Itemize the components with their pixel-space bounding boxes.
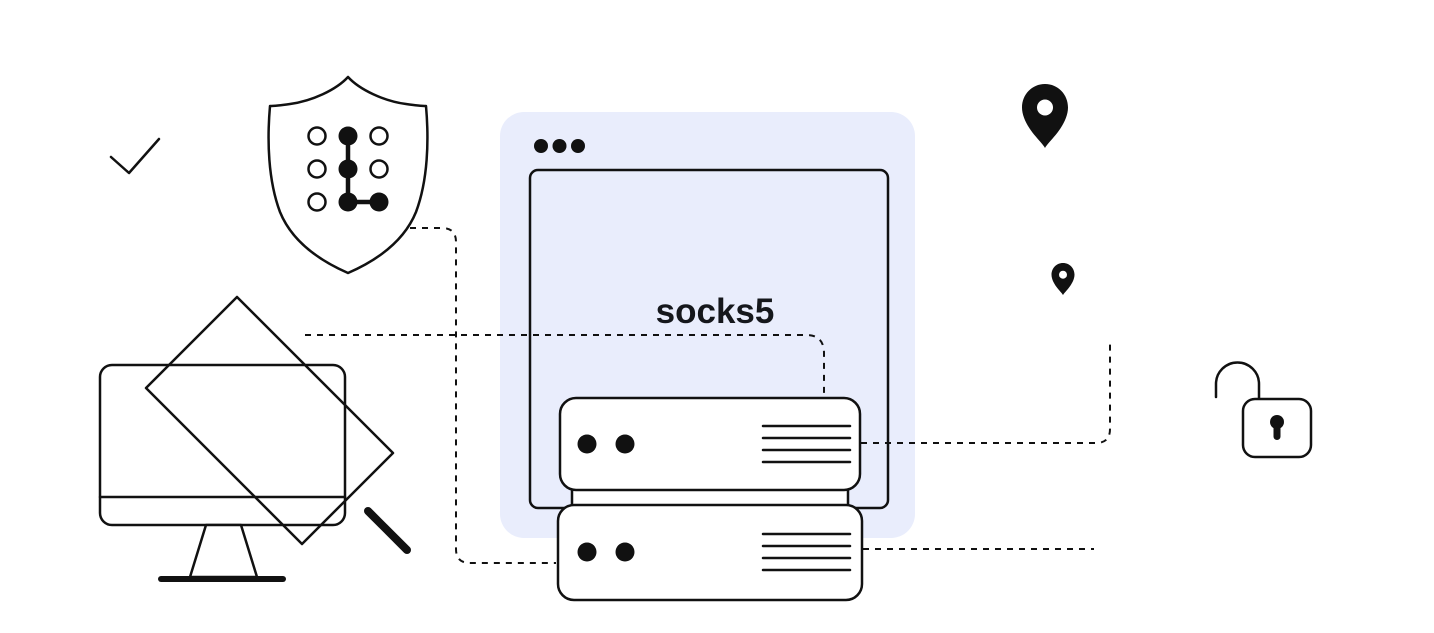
proxy-server-top — [558, 396, 862, 492]
connector-shield-to-server — [410, 227, 556, 564]
padlock-unlocked-icon — [1214, 361, 1313, 459]
padlock-shackle — [1214, 361, 1261, 401]
location-pin-large-icon — [1022, 84, 1068, 148]
connector-top-server-to-right — [861, 340, 1111, 444]
server-vent-lines — [761, 424, 852, 464]
proxy-server-bottom — [556, 503, 864, 602]
dashed-connector-lines — [305, 227, 1111, 564]
proxy-server-stack-icon — [556, 396, 864, 602]
magnifier-handle — [364, 507, 411, 554]
magnifier-icon — [144, 295, 411, 554]
magnifier-lens — [144, 295, 395, 546]
window-dots-icon — [534, 139, 585, 153]
location-pin-small-icon — [1051, 263, 1075, 295]
server-vent-lines — [761, 532, 852, 572]
pattern-lock — [307, 126, 389, 212]
checkmark-icon — [109, 137, 161, 175]
connector-mid-to-top-server — [305, 334, 825, 396]
pattern-shield-icon — [267, 75, 429, 275]
socks5-label: socks5 — [656, 292, 775, 331]
monitor-icon — [98, 363, 347, 582]
padlock-keyhole — [1270, 415, 1284, 440]
monitor-stand — [188, 523, 259, 579]
monitor-screen — [98, 363, 347, 527]
